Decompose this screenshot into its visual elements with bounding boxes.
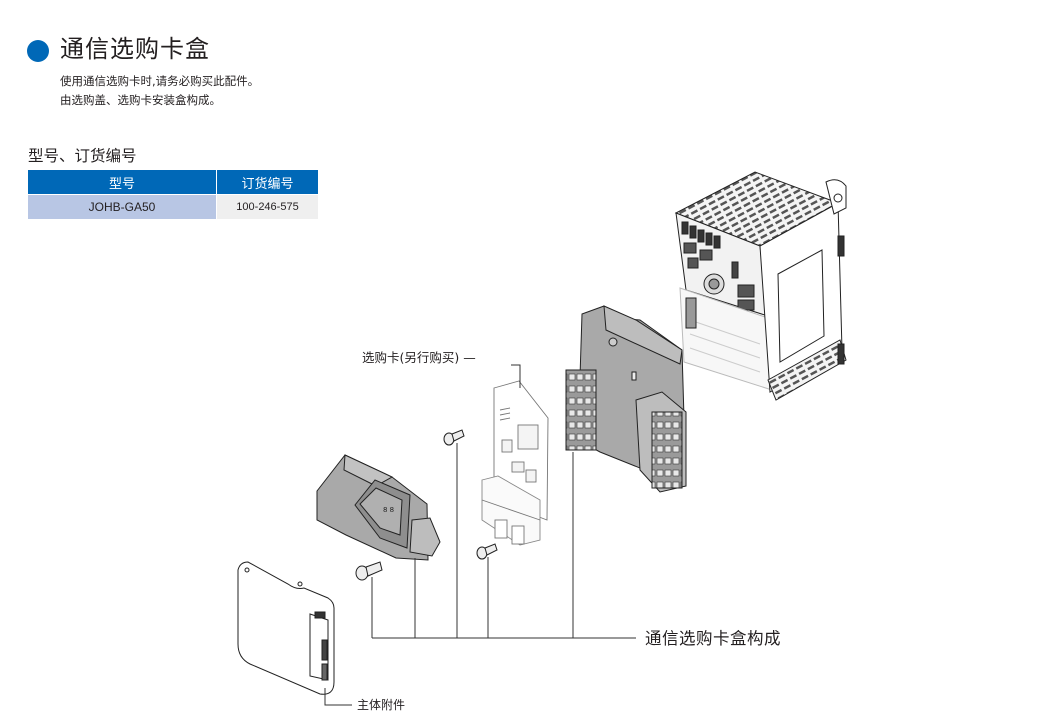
screw	[355, 561, 383, 581]
screw	[443, 429, 465, 446]
cell-model: JOHB-GA50	[28, 194, 217, 219]
option-card	[481, 380, 549, 546]
option-cover-base: 8 8	[316, 454, 441, 561]
model-table: 型号 订货编号 JOHB-GA50 100-246-575	[28, 170, 319, 219]
option-card-label: 选购卡(另行购买) —	[362, 350, 476, 365]
model-section-title: 型号、订货编号	[28, 147, 137, 165]
table-row: JOHB-GA50 100-246-575	[28, 194, 319, 219]
page-title: 通信选购卡盒	[60, 35, 210, 63]
description: 使用通信选购卡时,请务必购买此配件。 由选购盖、选购卡安装盒构成。	[60, 72, 259, 110]
option-card-mounting-box	[565, 305, 687, 493]
table-header-row: 型号 订货编号	[28, 170, 319, 195]
column-header-model: 型号	[28, 170, 217, 195]
front-cover	[237, 561, 335, 695]
inverter-unit	[674, 171, 847, 401]
leader-lines	[324, 364, 636, 706]
section-bullet-icon	[27, 40, 49, 62]
box-composition-label: 通信选购卡盒构成	[645, 629, 781, 648]
screw	[476, 543, 498, 560]
description-line-1: 使用通信选购卡时,请务必购买此配件。	[60, 74, 260, 88]
main-accessory-label: 主体附件	[357, 698, 406, 712]
column-header-order-number: 订货编号	[216, 170, 319, 195]
description-line-2: 由选购盖、选购卡安装盒构成。	[60, 93, 221, 107]
cell-order-number: 100-246-575	[216, 194, 319, 219]
svg-text:8 8: 8 8	[383, 506, 394, 514]
